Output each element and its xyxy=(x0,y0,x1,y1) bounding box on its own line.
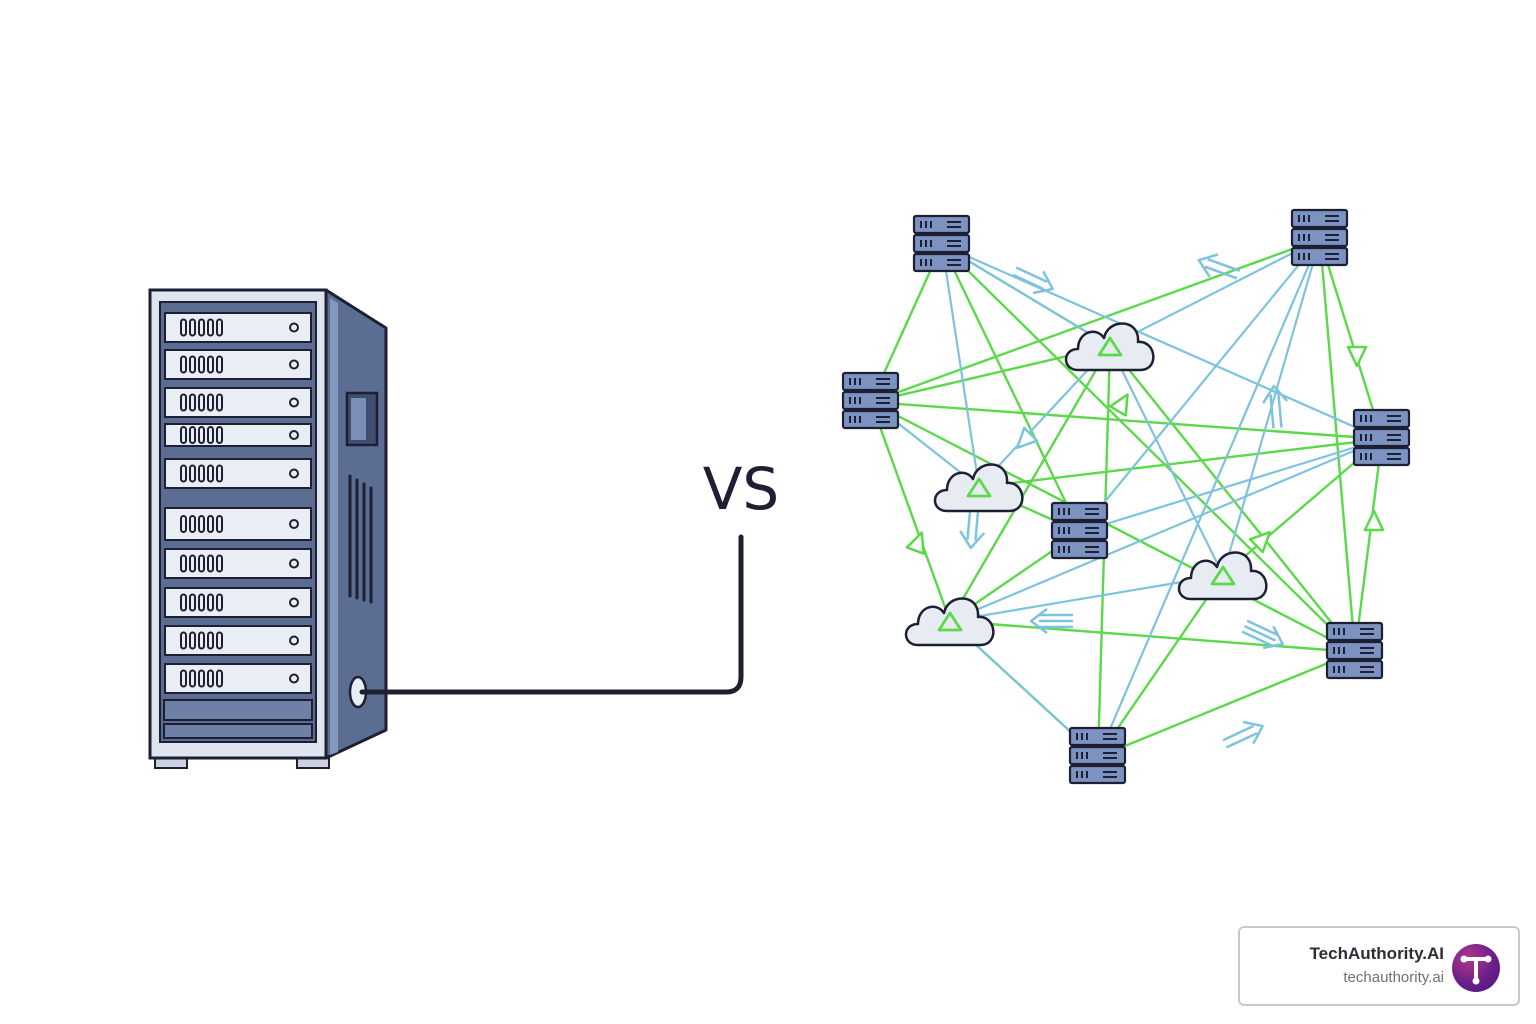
rack-unit xyxy=(164,458,312,489)
rack-unit xyxy=(164,423,312,447)
network-link xyxy=(1096,238,1322,758)
network-link xyxy=(1097,650,1356,759)
flow-arrow xyxy=(1108,393,1129,417)
rack-unit xyxy=(164,312,312,343)
rack-unit xyxy=(164,507,312,541)
cloud-icon xyxy=(904,597,995,647)
network-link xyxy=(1353,438,1384,653)
network-link xyxy=(1109,345,1224,576)
network-link xyxy=(1079,437,1383,534)
server-stack-icon xyxy=(841,371,900,430)
rack-unit xyxy=(164,587,312,618)
cloud-icon xyxy=(1177,551,1268,601)
rack-unit xyxy=(164,387,312,418)
network-link xyxy=(949,573,1224,623)
network-link xyxy=(870,400,1383,441)
techauthority-logo-icon xyxy=(1452,944,1500,992)
network-link xyxy=(940,244,981,488)
server-stack-icon xyxy=(1290,208,1349,267)
rack-unit xyxy=(164,663,312,694)
network-link xyxy=(1079,238,1321,533)
server-stack-icon xyxy=(912,214,971,273)
network-link xyxy=(1109,238,1321,347)
network-link xyxy=(940,244,1082,533)
server-stack-icon xyxy=(1352,408,1411,467)
flow-arrow xyxy=(1241,619,1284,650)
branding-text: TechAuthority.AI techauthority.ai xyxy=(1310,944,1444,986)
distributed-network xyxy=(841,208,1411,785)
server-stack-icon xyxy=(1068,726,1127,785)
network-link xyxy=(1318,238,1357,653)
flow-arrow xyxy=(1015,426,1039,450)
flow-arrow xyxy=(1197,253,1241,280)
brand-name: TechAuthority.AI xyxy=(1309,944,1444,963)
server-rack-icon xyxy=(148,288,388,769)
network-link xyxy=(941,243,1383,441)
flow-arrows xyxy=(905,253,1385,749)
network-link xyxy=(978,437,1383,489)
flow-arrow xyxy=(1346,345,1368,368)
flow-arrow xyxy=(1029,608,1073,634)
network-link xyxy=(1318,238,1384,440)
server-stack-icon xyxy=(1050,501,1109,560)
network-nodes xyxy=(841,208,1411,785)
flow-arrow xyxy=(1262,384,1289,429)
rack-units xyxy=(164,312,312,694)
network-link xyxy=(949,619,1356,654)
flow-arrow xyxy=(905,531,925,555)
cloud-icon xyxy=(1064,322,1155,372)
network-link xyxy=(869,401,952,622)
cloud-icon xyxy=(933,463,1024,513)
flow-arrow xyxy=(1363,509,1385,532)
network-link xyxy=(1109,345,1356,653)
vs-label: VS xyxy=(703,455,780,523)
connection-cable xyxy=(359,534,744,695)
flow-arrow xyxy=(1248,530,1272,554)
rack-unit xyxy=(164,548,312,579)
network-links xyxy=(869,237,1384,759)
network-link xyxy=(1097,574,1224,758)
rack-unit xyxy=(164,625,312,656)
brand-url[interactable]: techauthority.ai xyxy=(1343,969,1444,986)
network-link xyxy=(949,437,1383,623)
network-link xyxy=(870,400,1356,654)
branding-card[interactable]: TechAuthority.AI techauthority.ai xyxy=(1238,926,1520,1006)
flow-arrow xyxy=(1222,720,1264,749)
flow-arrow xyxy=(1012,266,1054,295)
server-stack-icon xyxy=(1325,621,1384,680)
network-link xyxy=(870,237,1321,404)
network-link xyxy=(948,345,1112,622)
rack-unit xyxy=(164,349,312,380)
